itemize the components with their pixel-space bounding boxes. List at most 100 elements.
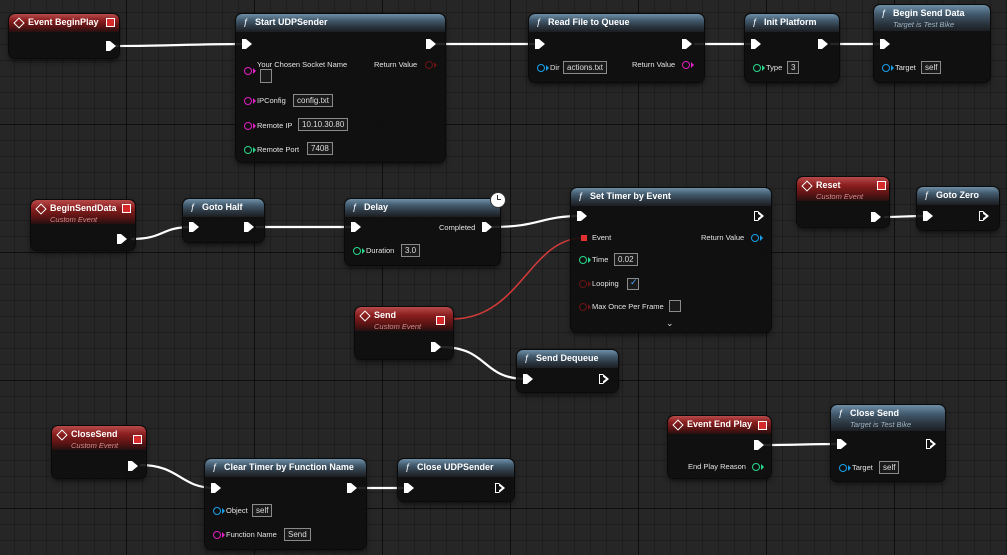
node-begin-send-data[interactable]: ƒ Begin Send Data Target is Test Bike Ta…	[874, 5, 990, 82]
node-clear-timer-by-function-name[interactable]: ƒ Clear Timer by Function Name Object se…	[205, 459, 366, 549]
dir-input[interactable]: actions.txt	[563, 61, 608, 74]
node-event-beginplay[interactable]: Event BeginPlay	[9, 14, 119, 58]
event-icon	[801, 180, 813, 192]
exec-out-pin[interactable]	[431, 342, 441, 352]
exec-in-pin[interactable]	[189, 222, 199, 232]
node-beginsenddata-event[interactable]: BeginSendData Custom Event	[31, 200, 135, 250]
node-title: Set Timer by Event	[590, 191, 671, 201]
exec-out-pin[interactable]	[106, 41, 116, 51]
delegate-pin[interactable]	[436, 316, 445, 325]
node-event-end-play[interactable]: Event End Play End Play Reason	[668, 416, 771, 478]
function-name-pin[interactable]	[213, 531, 225, 539]
node-send-dequeue[interactable]: ƒ Send Dequeue	[517, 350, 618, 392]
exec-out-pin[interactable]	[347, 483, 357, 493]
node-close-send[interactable]: ƒ Close Send Target is Test Bike Target …	[831, 405, 945, 481]
function-icon: ƒ	[405, 462, 411, 472]
exec-out-pin[interactable]	[754, 211, 764, 221]
time-input[interactable]: 0.02	[614, 253, 638, 266]
exec-out-pin[interactable]	[926, 439, 936, 449]
exec-out-pin[interactable]	[495, 483, 505, 493]
type-input[interactable]: 3	[787, 61, 800, 74]
looping-pin[interactable]	[579, 280, 591, 288]
return-value-pin[interactable]	[751, 234, 763, 242]
looping-label: Looping	[592, 279, 619, 288]
exec-out-pin[interactable]	[754, 440, 764, 450]
function-icon: ƒ	[924, 190, 930, 200]
max-once-label: Max Once Per Frame	[592, 302, 664, 311]
ipconfig-input[interactable]: config.txt	[293, 94, 334, 107]
exec-out-pin[interactable]	[482, 222, 492, 232]
remote-port-input[interactable]: 7408	[307, 142, 333, 155]
target-input[interactable]: self	[879, 461, 900, 474]
chevron-down-icon[interactable]: ⌄	[666, 318, 674, 328]
node-goto-half[interactable]: ƒ Goto Half	[183, 199, 264, 242]
duration-pin[interactable]	[353, 247, 365, 255]
node-init-platform[interactable]: ƒ Init Platform Type 3	[745, 14, 839, 82]
node-title: Clear Timer by Function Name	[224, 462, 354, 472]
exec-in-pin[interactable]	[351, 222, 361, 232]
exec-in-pin[interactable]	[535, 39, 545, 49]
node-read-file-to-queue[interactable]: ƒ Read File to Queue Dir actions.txt Ret…	[529, 14, 704, 82]
object-pin[interactable]	[213, 507, 225, 515]
target-input[interactable]: self	[921, 61, 942, 74]
node-reset-event[interactable]: Reset Custom Event	[797, 177, 889, 227]
delegate-pin[interactable]	[133, 435, 142, 444]
object-input[interactable]: self	[252, 504, 273, 517]
max-once-pin[interactable]	[579, 303, 591, 311]
exec-in-pin[interactable]	[751, 39, 761, 49]
node-start-udpsender[interactable]: ƒ Start UDPSender Your Chosen Socket Nam…	[236, 14, 445, 162]
exec-out-pin[interactable]	[117, 234, 127, 244]
exec-in-pin[interactable]	[880, 39, 890, 49]
delegate-pin[interactable]	[106, 18, 115, 27]
target-pin[interactable]	[882, 64, 894, 72]
exec-in-pin[interactable]	[523, 374, 533, 384]
exec-in-pin[interactable]	[242, 39, 252, 49]
return-value-pin[interactable]	[425, 61, 437, 69]
remote-ip-pin[interactable]	[244, 122, 256, 130]
end-play-reason-pin[interactable]	[752, 463, 764, 471]
event-delegate-pin[interactable]	[581, 235, 587, 241]
remote-ip-input[interactable]: 10.10.30.80	[298, 118, 349, 131]
exec-out-pin[interactable]	[871, 212, 881, 222]
node-close-udpsender[interactable]: ƒ Close UDPSender	[398, 459, 514, 501]
exec-in-pin[interactable]	[211, 483, 221, 493]
socket-name-input[interactable]	[260, 69, 272, 83]
max-once-checkbox[interactable]	[669, 300, 681, 312]
looping-checkbox[interactable]: ✓	[627, 277, 639, 290]
function-icon: ƒ	[752, 17, 758, 27]
exec-in-pin[interactable]	[923, 211, 933, 221]
node-closesend-event[interactable]: CloseSend Custom Event	[52, 426, 146, 478]
exec-out-pin[interactable]	[128, 461, 138, 471]
target-pin[interactable]	[839, 464, 851, 472]
exec-in-pin[interactable]	[577, 211, 587, 221]
exec-out-pin[interactable]	[682, 39, 692, 49]
function-name-input[interactable]: Send	[284, 528, 311, 541]
exec-out-pin[interactable]	[244, 222, 254, 232]
delegate-pin[interactable]	[758, 421, 767, 430]
ipconfig-pin[interactable]	[244, 97, 256, 105]
delegate-pin[interactable]	[877, 181, 886, 190]
socket-name-pin[interactable]	[244, 67, 256, 75]
exec-out-pin[interactable]	[599, 374, 609, 384]
type-pin[interactable]	[753, 64, 765, 72]
remote-port-pin[interactable]	[244, 146, 256, 154]
exec-out-pin[interactable]	[426, 39, 436, 49]
return-value-label: Return Value	[701, 233, 745, 242]
node-title: Event BeginPlay	[28, 17, 99, 27]
exec-out-pin[interactable]	[979, 211, 989, 221]
exec-out-pin[interactable]	[818, 39, 828, 49]
node-send-event[interactable]: Send Custom Event	[355, 307, 453, 359]
return-value-pin[interactable]	[682, 61, 694, 69]
node-goto-zero[interactable]: ƒ Goto Zero	[917, 187, 999, 230]
dir-pin[interactable]	[537, 64, 549, 72]
duration-input[interactable]: 3.0	[401, 244, 421, 257]
socket-name-label: Your Chosen Socket Name	[257, 60, 348, 69]
time-pin[interactable]	[579, 256, 591, 264]
exec-in-pin[interactable]	[404, 483, 414, 493]
node-set-timer-by-event[interactable]: ƒ Set Timer by Event Event Return Value …	[571, 188, 771, 332]
delegate-pin[interactable]	[122, 204, 131, 213]
node-delay[interactable]: ƒ Delay Completed Duration 3.0	[345, 199, 500, 265]
dir-label: Dir	[550, 63, 560, 72]
exec-in-pin[interactable]	[837, 439, 847, 449]
function-icon: ƒ	[838, 408, 844, 418]
